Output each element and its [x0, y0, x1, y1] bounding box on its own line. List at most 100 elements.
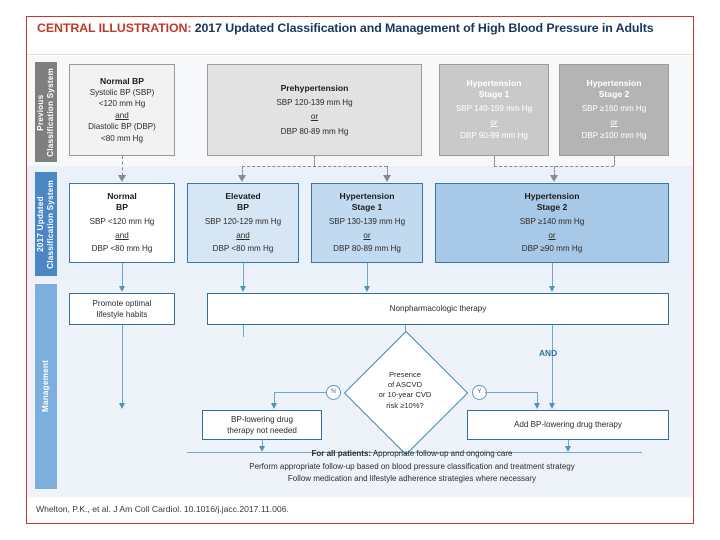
- connector-stage1-down: [367, 263, 368, 287]
- arrow-down-icon: [564, 446, 571, 452]
- box-heading: Normal: [107, 191, 137, 202]
- connector-normal-down: [122, 263, 123, 287]
- previous-box-hypertension-stage-2: Hypertension Stage 2 SBP ≥160 mm Hg or D…: [559, 64, 669, 156]
- box-subheading: Stage 1: [478, 89, 510, 100]
- connector-stage2-down: [552, 263, 553, 287]
- connector-nodrug-down: [262, 440, 263, 448]
- box-heading: Hypertension: [339, 191, 395, 202]
- side-tab-management: Management: [35, 284, 57, 489]
- footer-instructions: For all patients: Appropriate follow-up …: [182, 448, 642, 486]
- updated-box-elevated-bp: Elevated BP SBP 120-129 mm Hg and DBP <8…: [187, 183, 299, 263]
- box-line: DBP 90-99 mm Hg: [460, 131, 528, 141]
- box-operator: or: [548, 230, 556, 240]
- box-line: Nonpharmacologic therapy: [389, 304, 487, 314]
- connector-yes-branch: [485, 392, 537, 393]
- arrow-down-icon: [239, 286, 246, 292]
- diagram-canvas: Previous Classification System 2017 Upda…: [27, 56, 693, 497]
- box-line: SBP <120 mm Hg: [89, 217, 155, 227]
- arrow-down-icon: [548, 403, 555, 409]
- box-line: Promote optimal lifestyle habits: [92, 298, 152, 319]
- arrow-down-icon: [363, 286, 370, 292]
- connector-old-s2-stem: [614, 156, 615, 166]
- box-operator: or: [363, 230, 371, 240]
- arrow-down-icon: [258, 446, 265, 452]
- decision-no-marker: N: [326, 385, 341, 400]
- box-line: DBP <80 mm Hg: [91, 244, 153, 254]
- updated-box-normal-bp: Normal BP SBP <120 mm Hg and DBP <80 mm …: [69, 183, 175, 263]
- connector-yes-branch-down: [537, 392, 538, 404]
- connector-adddrug-down: [568, 440, 569, 448]
- arrow-down-icon: [533, 403, 540, 409]
- connector-nonpharm-left-down: [243, 325, 244, 337]
- connector-lifestyle-down: [122, 325, 123, 404]
- and-label: AND: [539, 348, 558, 358]
- side-tab-previous-label: Previous Classification System: [36, 67, 55, 157]
- box-heading: Prehypertension: [280, 82, 349, 93]
- box-heading: Elevated: [225, 191, 261, 202]
- box-line: Diastolic BP (DBP): [88, 122, 156, 132]
- footer-line-3: Follow medication and lifestyle adherenc…: [287, 474, 537, 484]
- previous-box-hypertension-stage-1: Hypertension Stage 1 SBP 140-159 mm Hg o…: [439, 64, 549, 156]
- box-line: DBP ≥90 mm Hg: [521, 244, 583, 254]
- footer-line-2: Perform appropriate follow-up based on b…: [249, 461, 575, 471]
- box-line: SBP 120-139 mm Hg: [276, 97, 353, 107]
- side-tab-updated-classification: 2017 Updated Classification System: [35, 172, 57, 276]
- box-line: SBP ≥140 mm Hg: [519, 217, 585, 227]
- footer-line-1: For all patients: Appropriate follow-up …: [182, 448, 642, 461]
- updated-box-hypertension-stage-1: Hypertension Stage 1 SBP 130-139 mm Hg o…: [311, 183, 423, 263]
- connector-prehtn-stem: [314, 156, 315, 166]
- figure-title-bar: CENTRAL ILLUSTRATION: 2017 Updated Class…: [27, 17, 693, 55]
- connector-normal: [122, 156, 123, 176]
- arrow-down-icon: [270, 403, 277, 409]
- box-heading: Hypertension: [586, 78, 642, 89]
- box-line: <120 mm Hg: [98, 99, 146, 109]
- box-line: DBP 80-89 mm Hg: [333, 244, 401, 254]
- box-heading: Hypertension: [524, 191, 580, 202]
- side-tab-management-label: Management: [41, 360, 50, 413]
- decision-yes-marker: Y: [472, 385, 487, 400]
- connector-prehtn-right: [387, 166, 388, 176]
- box-operator: and: [115, 230, 129, 240]
- side-tab-previous-classification: Previous Classification System: [35, 62, 57, 162]
- box-subheading: Stage 2: [536, 202, 568, 213]
- box-subheading: BP: [116, 202, 128, 213]
- arrow-down-icon: [383, 175, 391, 182]
- arrow-down-icon: [118, 175, 126, 182]
- connector-elevated-down: [243, 263, 244, 287]
- title-prefix: CENTRAL ILLUSTRATION:: [37, 21, 192, 35]
- footer-bold-label: For all patients:: [311, 449, 372, 458]
- connector-no-branch-down: [274, 392, 275, 404]
- arrow-down-icon: [118, 403, 125, 409]
- citation: Whelton, P.K., et al. J Am Coll Cardiol.…: [36, 504, 289, 514]
- box-heading: Normal BP: [100, 75, 144, 86]
- box-line: SBP 140-159 mm Hg: [455, 104, 533, 114]
- box-subheading: Stage 2: [598, 89, 630, 100]
- box-line: Add BP-lowering drug therapy: [514, 420, 622, 430]
- management-box-no-drug-therapy: BP-lowering drug therapy not needed: [202, 410, 322, 440]
- box-heading: Hypertension: [466, 78, 522, 89]
- box-operator: and: [115, 110, 129, 120]
- box-operator: or: [490, 117, 498, 127]
- arrow-down-icon: [238, 175, 246, 182]
- box-operator: or: [310, 112, 319, 122]
- box-line: <80 mm Hg: [100, 133, 144, 143]
- box-line: SBP ≥160 mm Hg: [581, 104, 647, 114]
- box-line: DBP 80-89 mm Hg: [280, 126, 349, 136]
- management-box-nonpharmacologic: Nonpharmacologic therapy: [207, 293, 669, 325]
- box-line: BP-lowering drug therapy not needed: [227, 414, 297, 435]
- connector-no-branch: [274, 392, 326, 393]
- connector-prehtn-left: [242, 166, 243, 176]
- box-subheading: Stage 1: [351, 202, 383, 213]
- footer-divider: [187, 452, 642, 453]
- decision-question: Presence of ASCVD or 10-year CVD risk ≥1…: [378, 370, 432, 410]
- connector-prehtn-split: [242, 166, 387, 167]
- box-line: SBP 130-139 mm Hg: [328, 217, 406, 227]
- box-operator: and: [236, 230, 250, 240]
- footer-line-1-text: Appropriate follow-up and ongoing care: [371, 449, 513, 458]
- connector-old-s1-stem: [494, 156, 495, 166]
- arrow-down-icon: [550, 175, 558, 182]
- side-tab-updated-label: 2017 Updated Classification System: [36, 179, 55, 269]
- box-line: Systolic BP (SBP): [89, 87, 155, 97]
- page-title: CENTRAL ILLUSTRATION: 2017 Updated Class…: [37, 21, 683, 37]
